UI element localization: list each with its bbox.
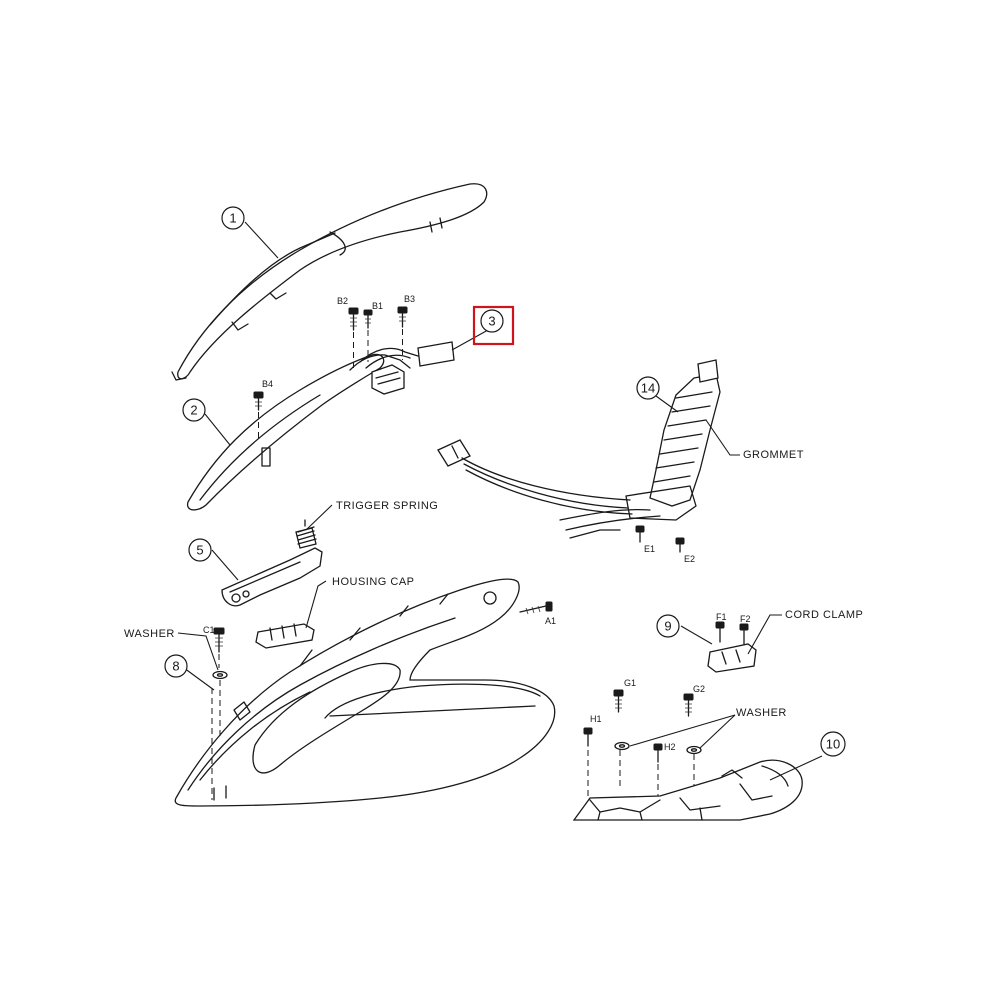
leader-3 xyxy=(451,329,489,351)
tag-b4: B4 xyxy=(262,379,273,389)
tag-h2: H2 xyxy=(664,742,676,752)
tag-b2: B2 xyxy=(337,296,348,306)
tag-h1: H1 xyxy=(590,714,602,724)
screw-b1 xyxy=(363,309,373,362)
tag-e1: E1 xyxy=(644,544,655,554)
tag-f1: F1 xyxy=(716,612,727,622)
svg-text:10: 10 xyxy=(826,737,840,752)
screw-g1 xyxy=(613,689,624,790)
callout-5: 5 xyxy=(188,538,212,562)
leader-2 xyxy=(204,413,231,446)
tag-e2: E2 xyxy=(684,554,695,564)
screw-e1 xyxy=(635,525,645,543)
svg-text:8: 8 xyxy=(172,659,179,674)
leader-washer-right-a xyxy=(629,714,736,747)
label-washer-left: WASHER xyxy=(124,628,175,640)
screw-e2 xyxy=(675,537,685,553)
screw-c1 xyxy=(213,627,225,668)
leader-washer-left xyxy=(177,632,219,671)
tag-g1: G1 xyxy=(624,678,636,688)
callout-9: 9 xyxy=(656,614,680,638)
housing-cap-part xyxy=(255,623,315,649)
callout-3-highlight-box xyxy=(472,305,515,346)
leader-10 xyxy=(769,755,823,781)
leader-washer-right-b xyxy=(699,714,736,749)
leader-8 xyxy=(183,667,215,691)
part-8-iron-body xyxy=(174,578,556,807)
label-washer-right: WASHER xyxy=(736,707,787,719)
screw-b3 xyxy=(397,306,408,360)
leader-14 xyxy=(655,395,679,413)
svg-text:1: 1 xyxy=(229,211,236,226)
leader-5 xyxy=(211,549,239,581)
tag-f2: F2 xyxy=(740,614,751,624)
screw-b4 xyxy=(253,391,264,440)
tag-c1: C1 xyxy=(203,625,215,635)
label-trigger-spring: TRIGGER SPRING xyxy=(336,500,438,512)
screw-h2 xyxy=(653,743,663,800)
leader-9 xyxy=(680,625,713,645)
callout-2: 2 xyxy=(182,398,206,422)
label-cord-clamp: CORD CLAMP xyxy=(785,609,863,621)
screw-h1 xyxy=(583,727,593,800)
label-housing-cap: HOUSING CAP xyxy=(332,576,415,588)
part-9-cord-clamp xyxy=(707,621,757,673)
callout-1: 1 xyxy=(221,206,245,230)
screw-a1 xyxy=(519,601,553,615)
svg-text:2: 2 xyxy=(190,403,197,418)
callout-8: 8 xyxy=(164,654,188,678)
tag-b1: B1 xyxy=(372,301,383,311)
washer-right-parts xyxy=(614,741,702,755)
svg-text:9: 9 xyxy=(664,619,671,634)
leader-housing-cap xyxy=(305,580,327,629)
part-5-trigger-assembly xyxy=(221,519,323,607)
callout-14: 14 xyxy=(636,376,660,400)
part-10-base xyxy=(572,759,803,821)
power-cord-wires xyxy=(437,439,661,539)
svg-text:14: 14 xyxy=(641,381,655,396)
svg-text:5: 5 xyxy=(196,543,203,558)
tag-a1: A1 xyxy=(545,616,556,626)
part-2-handle-body xyxy=(186,341,455,511)
leader-1 xyxy=(244,221,279,259)
leader-trigger-spring xyxy=(305,504,333,531)
leader-cord-clamp xyxy=(747,614,782,655)
tag-g2: G2 xyxy=(693,684,705,694)
callout-10: 10 xyxy=(820,731,846,757)
label-grommet: GROMMET xyxy=(743,449,804,461)
svg-text:3: 3 xyxy=(488,314,495,329)
screw-b2 xyxy=(348,307,359,368)
callout-3: 3 xyxy=(480,309,504,333)
screw-g2 xyxy=(683,693,695,790)
washer-left-part xyxy=(211,670,228,800)
tag-b3: B3 xyxy=(404,294,415,304)
leader-grommet xyxy=(705,419,740,456)
part-1-handle-cover xyxy=(171,183,488,381)
